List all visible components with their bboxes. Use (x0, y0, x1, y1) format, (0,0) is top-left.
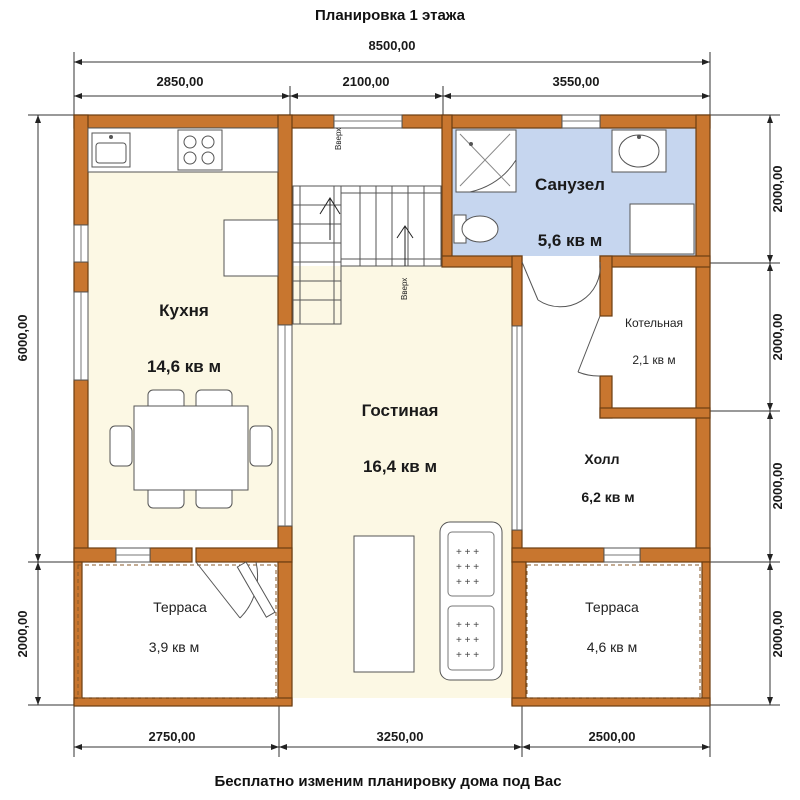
washing-machine-icon (629, 203, 695, 255)
kitchen-name: Кухня (159, 301, 209, 320)
bathroom-name: Санузел (535, 175, 605, 194)
coffee-table-icon (353, 535, 415, 673)
svg-text:+ + +: + + + (456, 562, 479, 573)
terrace-right-area: 4,6 кв м (587, 639, 637, 655)
dim-top-1: 2850,00 (157, 74, 204, 89)
boiler-room-name: Котельная (625, 316, 683, 330)
sofa-cushion-pattern: + + + + + + + + + + + + + + + + + + (456, 547, 479, 661)
walls (73, 114, 711, 707)
dim-right-3: 2000,00 (770, 463, 785, 510)
svg-text:+ + +: + + + (456, 650, 479, 661)
dim-bottom-3: 2500,00 (589, 729, 636, 744)
window-mullions (80, 120, 640, 556)
fridge-icon (223, 219, 279, 277)
dim-right-1: 2000,00 (770, 166, 785, 213)
kitchen-area: 14,6 кв м (147, 357, 221, 376)
dim-top-3: 3550,00 (553, 74, 600, 89)
dim-bottom-1: 2750,00 (149, 729, 196, 744)
dining-table-icon (109, 389, 273, 509)
washbasin-icon (611, 129, 667, 173)
sofa-icon (439, 521, 503, 681)
doors (195, 261, 601, 619)
boiler-room-area: 2,1 кв м (632, 353, 675, 367)
terrace-left-floor (82, 562, 278, 700)
toilet-icon (453, 214, 499, 244)
right-dimension-ticks (767, 115, 773, 705)
stair-up-arrows (319, 197, 414, 266)
dim-left-main: 6000,00 (15, 315, 30, 362)
footer-text: Бесплатно изменим планировку дома под Ва… (214, 773, 561, 790)
dim-top-2: 2100,00 (343, 74, 390, 89)
dim-bottom-2: 3250,00 (377, 729, 424, 744)
left-dimension-ticks (35, 115, 41, 705)
terrace-right-floor (526, 562, 704, 700)
stove-icon (177, 129, 223, 171)
stair-hall-floor (292, 126, 442, 266)
living-room-name: Гостиная (362, 401, 439, 420)
staircase (292, 185, 442, 325)
svg-text:+ + +: + + + (456, 620, 479, 631)
dim-right-2: 2000,00 (770, 314, 785, 361)
dim-total-width: 8500,00 (369, 38, 416, 53)
stair-up-label-1: Вверх (334, 128, 343, 150)
left-dimension-lines (28, 114, 74, 706)
svg-text:+ + +: + + + (456, 577, 479, 588)
bathroom-area: 5,6 кв м (538, 231, 603, 250)
terrace-railing-lines (77, 564, 701, 699)
svg-text:+ + +: + + + (456, 635, 479, 646)
svg-text:+ + +: + + + (456, 547, 479, 558)
terrace-left-name: Терраса (153, 599, 207, 615)
plan-title: Планировка 1 этажа (315, 7, 466, 24)
hall-name: Холл (584, 451, 619, 467)
sink-icon (91, 132, 131, 168)
top-dimension-ticks (74, 59, 710, 99)
terrace-right-name: Терраса (585, 599, 639, 615)
living-room-area: 16,4 кв м (363, 457, 437, 476)
shower-icon (455, 129, 517, 193)
bottom-dimension-lines (73, 705, 711, 757)
hall-area: 6,2 кв м (581, 489, 634, 505)
dim-right-4: 2000,00 (770, 611, 785, 658)
bottom-dimension-ticks (74, 744, 710, 750)
stair-up-label-2: Вверх (400, 278, 409, 300)
dim-left-terrace: 2000,00 (15, 611, 30, 658)
top-dimension-lines (73, 52, 711, 115)
terrace-left-area: 3,9 кв м (149, 639, 199, 655)
